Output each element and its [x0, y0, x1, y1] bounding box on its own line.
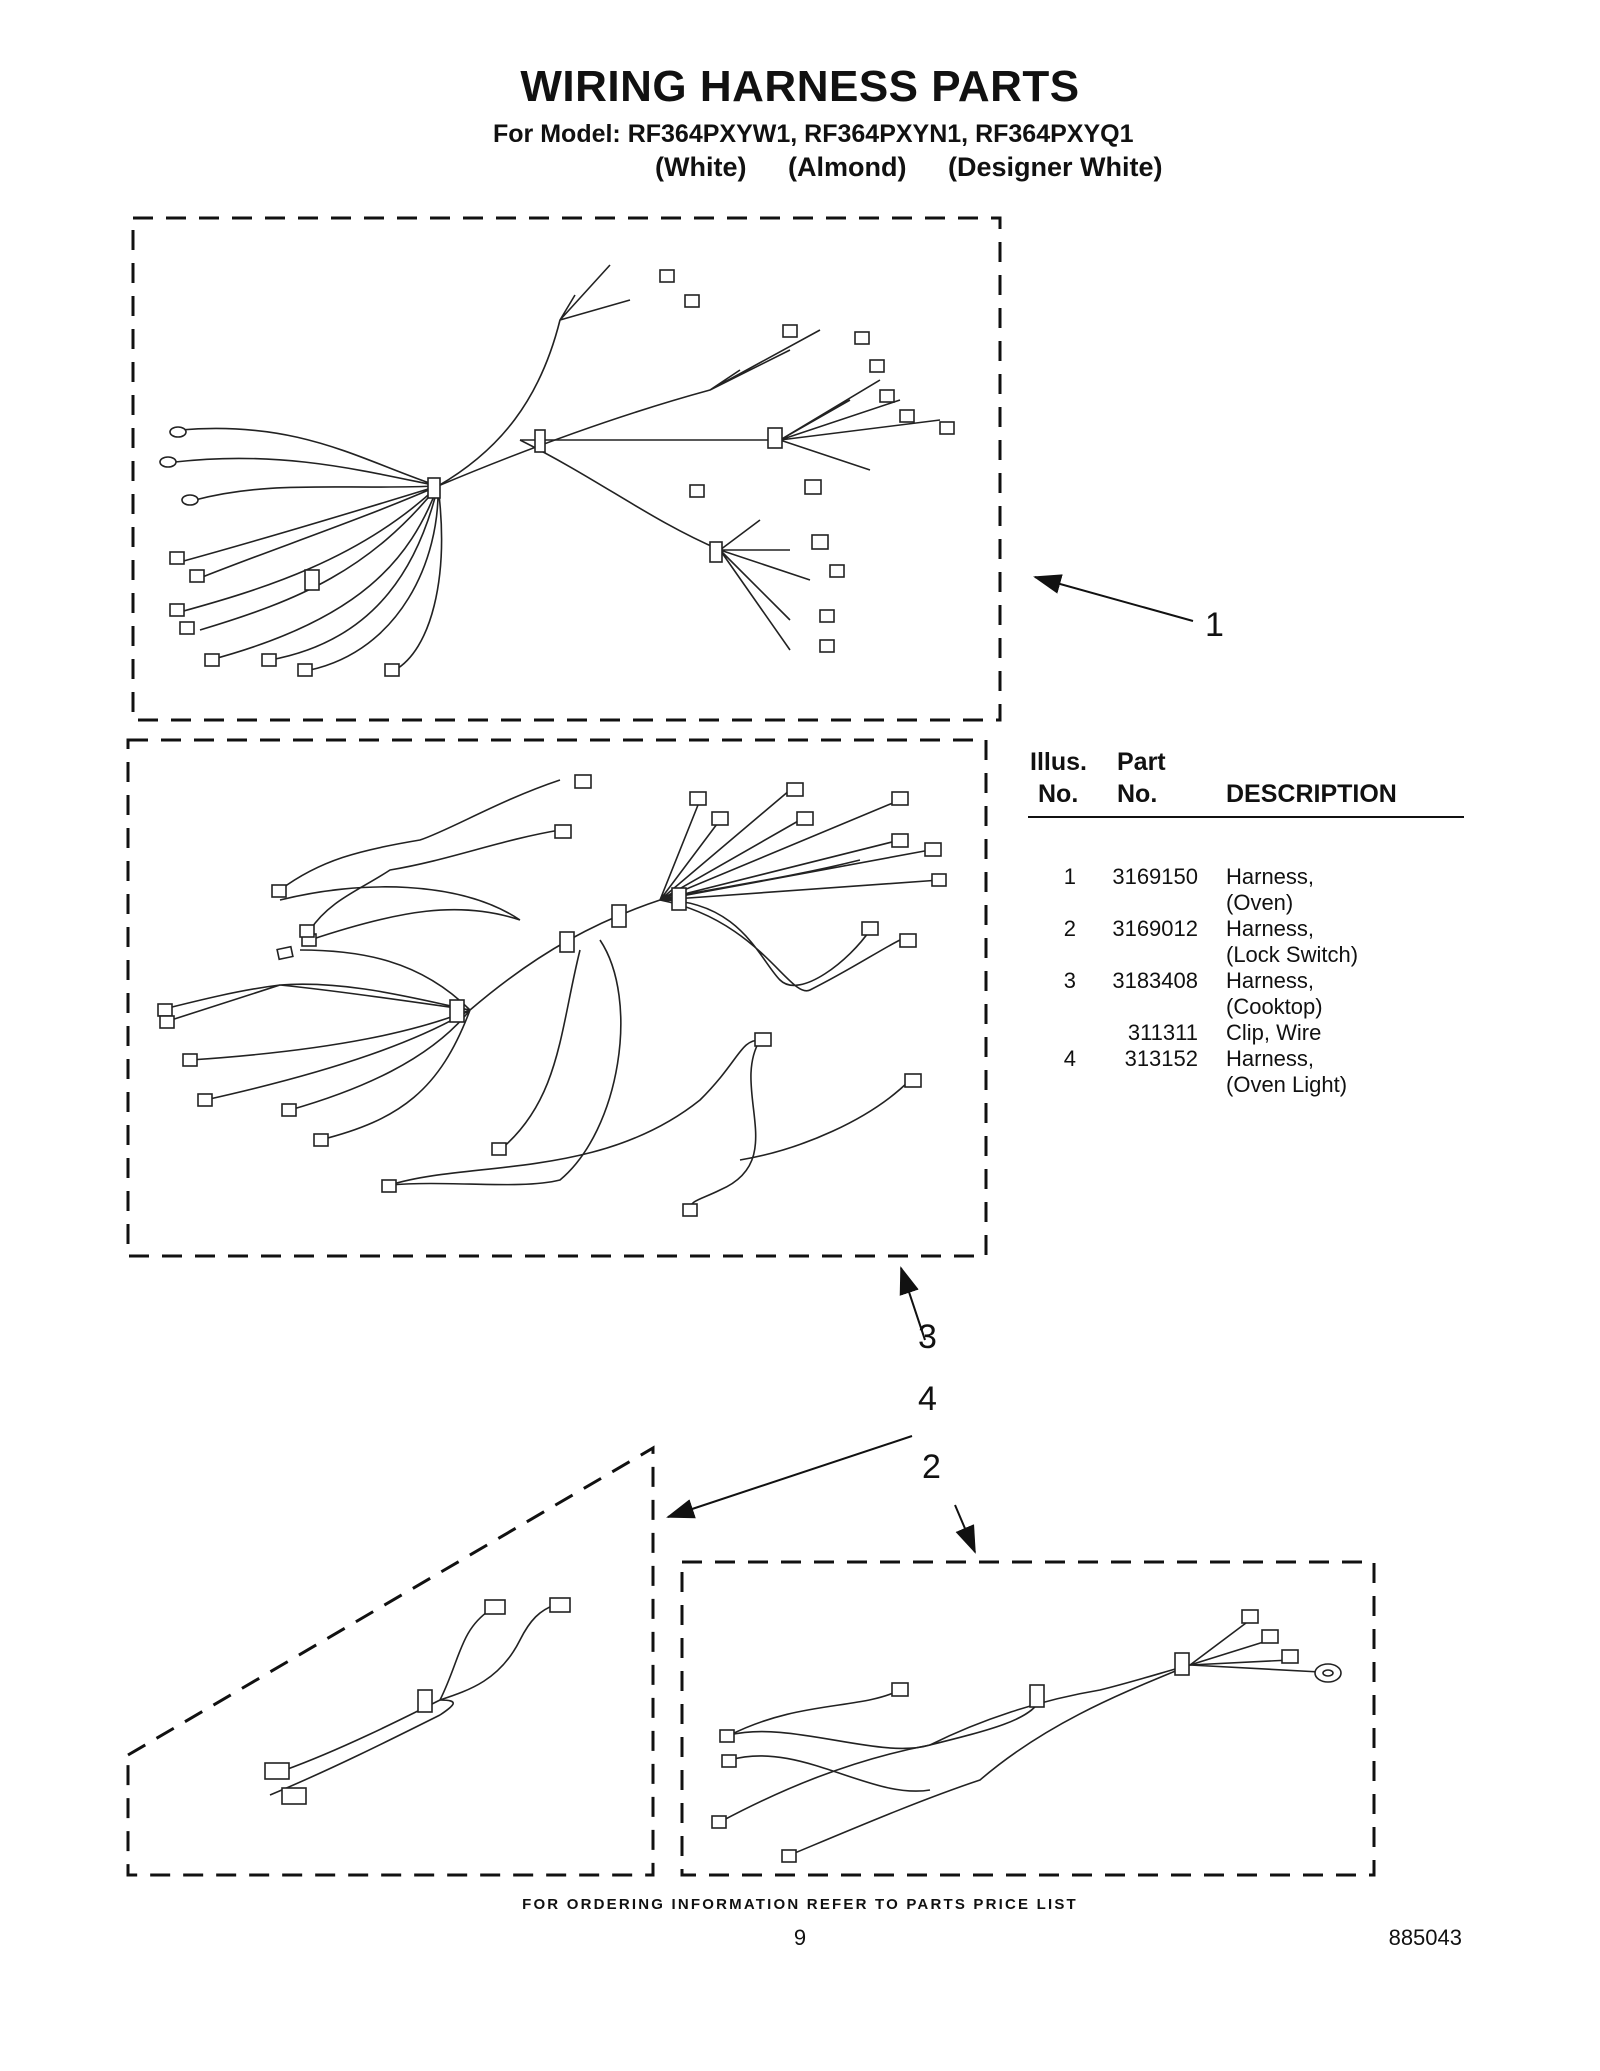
page-title: WIRING HARNESS PARTS: [520, 62, 1080, 111]
color-variants: (White) (Almond) (Designer White): [655, 152, 1196, 183]
description: Harness,(Oven): [1226, 864, 1314, 916]
oven-harness-frame: [131, 216, 1002, 722]
description-line2: (Oven Light): [1226, 1072, 1348, 1097]
variant-almond: (Almond): [787, 152, 907, 182]
description: Harness,(Cooktop): [1226, 968, 1323, 1020]
table-row: 1 3169150 Harness,(Oven): [1028, 864, 1464, 916]
variant-designer-white: (Designer White): [947, 152, 1163, 182]
cooktop-harness: [157, 774, 947, 1217]
lock-switch-harness-frame: [680, 1560, 1376, 1877]
illus-number: 1: [1063, 864, 1076, 889]
callout-2-arrow: [954, 1504, 976, 1554]
description: Harness,(Lock Switch): [1226, 916, 1358, 968]
document-number: 885043: [1388, 1925, 1462, 1950]
table-row: 311311 Clip, Wire: [1028, 1020, 1464, 1046]
cooktop-harness-frame: [126, 738, 988, 1258]
description-line1: Harness,: [1226, 968, 1315, 993]
parts-table-header: Illus. No. Part No. DESCRIPTION: [1028, 748, 1464, 818]
description-line1: Harness,: [1226, 1046, 1315, 1071]
parts-table: Illus. No. Part No. DESCRIPTION 1 316915…: [1028, 748, 1464, 1098]
variant-white: (White): [655, 152, 747, 182]
part-number: 3169150: [1112, 864, 1198, 889]
illus-number: 4: [1063, 1046, 1076, 1071]
page-number: 9: [793, 1925, 807, 1950]
callout-4: 4: [918, 1380, 937, 1418]
callout-4-arrow: [666, 1435, 913, 1519]
part-number: 3169012: [1112, 916, 1198, 941]
description-line1: Harness,: [1226, 916, 1315, 941]
part-number: 313152: [1124, 1046, 1198, 1071]
header-part-line2: No.: [1117, 780, 1158, 808]
header-illus-line1: Illus.: [1030, 748, 1087, 776]
header-part-line1: Part: [1117, 748, 1166, 776]
table-row: 2 3169012 Harness,(Lock Switch): [1028, 916, 1464, 968]
header-description: DESCRIPTION: [1226, 780, 1397, 808]
callout-1: 1: [1205, 606, 1224, 644]
illus-number: 3: [1063, 968, 1076, 993]
description-line2: (Oven): [1226, 890, 1294, 915]
table-row: 4 313152 Harness,(Oven Light): [1028, 1046, 1464, 1098]
callout-3: 3: [918, 1318, 937, 1356]
header-illus-line2: No.: [1038, 780, 1079, 808]
lock-switch-harness: [711, 1609, 1342, 1863]
description: Harness,(Oven Light): [1226, 1046, 1347, 1098]
callout-1-arrow: [1033, 574, 1194, 622]
description: Clip, Wire: [1226, 1020, 1322, 1045]
description-line2: (Cooktop): [1226, 994, 1323, 1019]
description-line2: (Lock Switch): [1226, 942, 1359, 967]
part-number: 311311: [1127, 1020, 1198, 1045]
model-list: For Model: RF364PXYW1, RF364PXYN1, RF364…: [493, 120, 1134, 148]
oven-light-harness: [264, 1597, 571, 1805]
ordering-note: FOR ORDERING INFORMATION REFER TO PARTS …: [522, 1896, 1078, 1913]
callout-2: 2: [922, 1448, 941, 1486]
illus-number: 2: [1063, 916, 1076, 941]
oven-harness: [159, 264, 955, 677]
description-line1: Harness,: [1226, 864, 1315, 889]
oven-light-harness-frame: [126, 1445, 655, 1877]
table-row: 3 3183408 Harness,(Cooktop): [1028, 968, 1464, 1020]
callout-3-arrow: [899, 1266, 926, 1341]
part-number: 3183408: [1112, 968, 1198, 993]
